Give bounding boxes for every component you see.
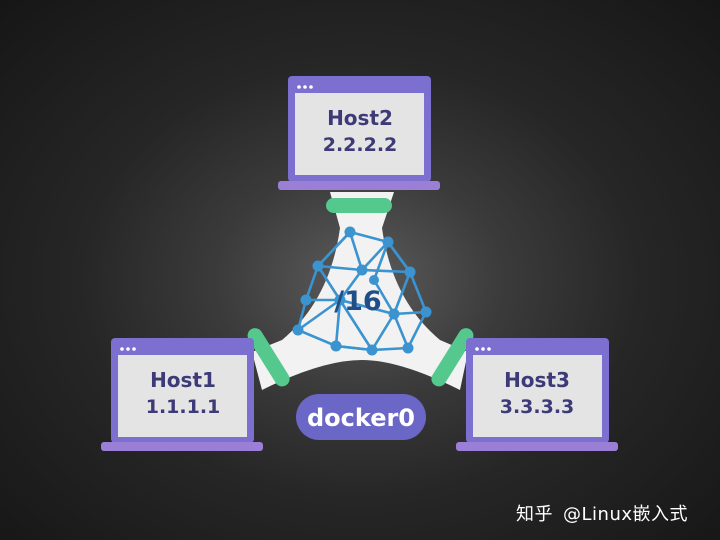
- host1-ip: 1.1.1.1: [146, 396, 221, 418]
- watermark: 知乎 @Linux嵌入式: [516, 500, 698, 526]
- connector-host2: [326, 198, 392, 213]
- host3-name: Host3: [504, 368, 570, 392]
- host3-ip: 3.3.3.3: [500, 396, 575, 418]
- watermark-author: @Linux嵌入式: [563, 504, 688, 525]
- hub-shape: [252, 192, 468, 390]
- mesh-nodes: [292, 226, 432, 356]
- subnet-label: /16: [334, 286, 381, 317]
- host1-laptop: Host1 1.1.1.1: [101, 338, 263, 451]
- host3-laptop: Host3 3.3.3.3: [456, 338, 618, 451]
- connector-host1: [247, 328, 290, 387]
- host2-ip: 2.2.2.2: [323, 134, 398, 156]
- host2-name: Host2: [327, 106, 393, 130]
- bridge-label: docker0: [307, 404, 415, 432]
- watermark-brand: 知乎: [516, 504, 553, 525]
- host2-laptop: Host2 2.2.2.2: [278, 76, 440, 190]
- connector-host3: [431, 328, 474, 387]
- host1-name: Host1: [150, 368, 216, 392]
- subnet-mesh: [296, 230, 428, 352]
- bridge-badge: docker0: [296, 394, 426, 440]
